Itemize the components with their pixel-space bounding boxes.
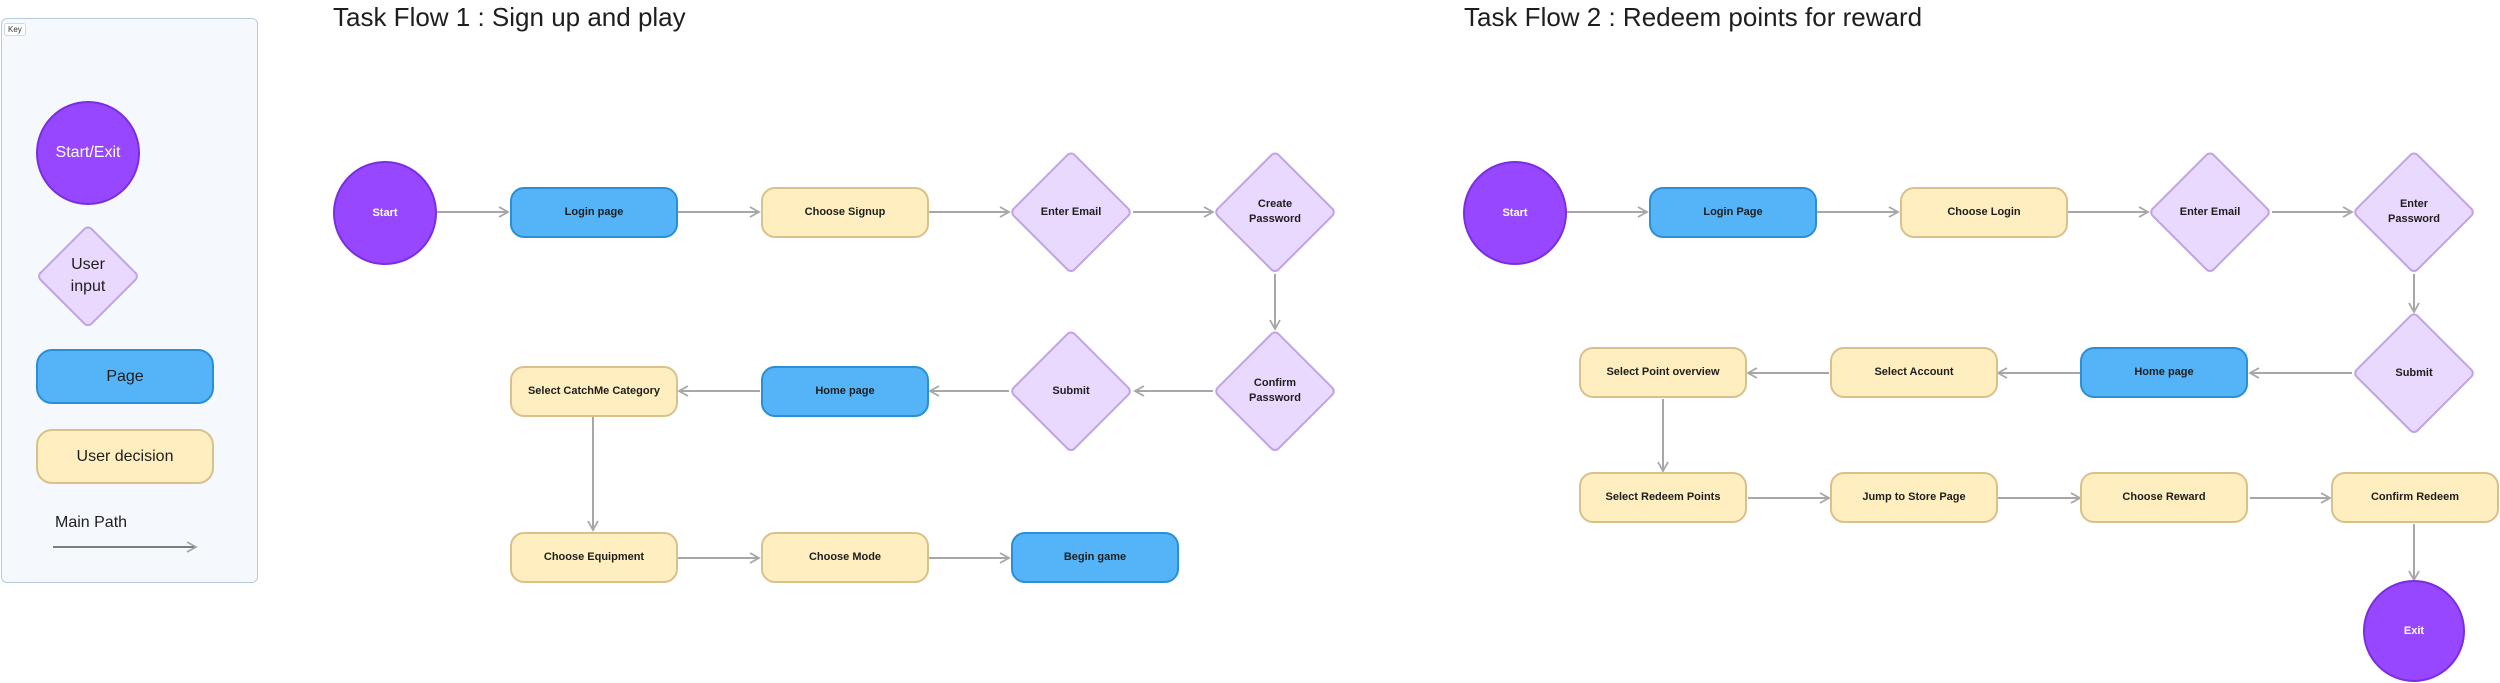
flow2-title: Task Flow 2 : Redeem points for reward xyxy=(1464,2,1923,32)
f1-select-category: Select CatchMe Category xyxy=(510,366,678,417)
f2-choose-login-label: Choose Login xyxy=(1947,206,2021,219)
f2-home-page: Home page xyxy=(2080,347,2248,398)
f1-begin-game: Begin game xyxy=(1011,532,1179,583)
f2-select-point-overview-label: Select Point overview xyxy=(1606,366,1720,379)
f2-login-page-label: Login Page xyxy=(1703,206,1763,219)
f2-select-redeem-points-label: Select Redeem Points xyxy=(1605,491,1721,504)
f2-exit-label: Exit xyxy=(2403,624,2425,637)
f1-select-category-label: Select CatchMe Category xyxy=(527,385,661,398)
f2-login-page: Login Page xyxy=(1649,187,1817,238)
key-user-input: User input xyxy=(36,224,140,328)
f2-confirm-redeem: Confirm Redeem xyxy=(2331,472,2499,523)
f1-choose-mode-label: Choose Mode xyxy=(808,551,882,564)
f2-select-account: Select Account xyxy=(1830,347,1998,398)
f2-choose-reward: Choose Reward xyxy=(2080,472,2248,523)
f1-start-label: Start xyxy=(372,206,398,219)
f2-select-redeem-points: Select Redeem Points xyxy=(1579,472,1747,523)
f2-confirm-redeem-label: Confirm Redeem xyxy=(2370,491,2460,504)
key-main-path-label: Main Path xyxy=(55,514,128,531)
f2-submit: Submit xyxy=(2352,311,2476,435)
key-page-label: Page xyxy=(106,367,144,385)
f1-confirm-password-label: Confirm Password xyxy=(1249,377,1301,404)
f2-enter-password-label: Enter Password xyxy=(2388,198,2440,225)
key-start-exit-label: Start/Exit xyxy=(55,144,121,162)
flow1-title: Task Flow 1 : Sign up and play xyxy=(333,2,686,32)
f1-enter-email-label: Enter Email xyxy=(1040,205,1102,218)
f2-submit-label: Submit xyxy=(2395,366,2433,379)
f1-enter-email: Enter Email xyxy=(1009,150,1133,274)
key-user-decision: User decision xyxy=(36,429,214,484)
f1-submit: Submit xyxy=(1009,329,1133,453)
f2-choose-reward-label: Choose Reward xyxy=(2122,491,2206,504)
f1-submit-label: Submit xyxy=(1052,384,1090,397)
f1-login-page-label: Login page xyxy=(564,206,624,219)
f2-choose-login: Choose Login xyxy=(1900,187,2068,238)
f1-confirm-password: Confirm Password xyxy=(1213,329,1337,453)
f1-choose-equipment-label: Choose Equipment xyxy=(543,551,645,564)
f2-jump-to-store-label: Jump to Store Page xyxy=(1862,491,1966,504)
key-panel xyxy=(1,18,258,583)
key-tag: Key xyxy=(4,23,26,36)
f1-choose-equipment: Choose Equipment xyxy=(510,532,678,583)
f2-start-label: Start xyxy=(1502,206,1528,219)
f1-choose-signup: Choose Signup xyxy=(761,187,929,238)
f1-choose-signup-label: Choose Signup xyxy=(804,206,886,219)
f2-enter-password: Enter Password xyxy=(2352,150,2476,274)
f1-create-password: Create Password xyxy=(1213,150,1337,274)
f2-home-page-label: Home page xyxy=(2134,366,2194,379)
f2-enter-email-label: Enter Email xyxy=(2179,205,2241,218)
f2-enter-email: Enter Email xyxy=(2148,150,2272,274)
key-page: Page xyxy=(36,349,214,404)
f2-select-account-label: Select Account xyxy=(1874,366,1954,379)
f1-start: Start xyxy=(333,161,437,265)
f2-exit: Exit xyxy=(2363,580,2465,682)
key-user-input-label: User input xyxy=(70,256,106,295)
key-user-decision-label: User decision xyxy=(76,447,174,465)
f2-select-point-overview: Select Point overview xyxy=(1579,347,1747,398)
f2-jump-to-store: Jump to Store Page xyxy=(1830,472,1998,523)
key-start-exit: Start/Exit xyxy=(36,101,140,205)
f1-login-page: Login page xyxy=(510,187,678,238)
f1-home-page: Home page xyxy=(761,366,929,417)
f1-choose-mode: Choose Mode xyxy=(761,532,929,583)
f1-begin-game-label: Begin game xyxy=(1063,551,1127,564)
f1-create-password-label: Create Password xyxy=(1249,198,1301,225)
f1-home-page-label: Home page xyxy=(815,385,875,398)
f2-start: Start xyxy=(1463,161,1567,265)
